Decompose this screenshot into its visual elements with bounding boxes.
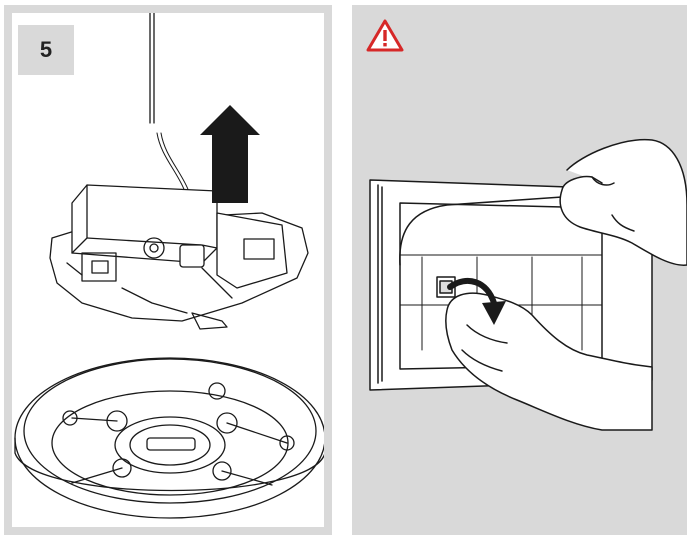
warning-panel [352,5,687,535]
step-number: 5 [39,37,53,62]
illustration-area: 5 [12,13,324,527]
curved-down-arrow-icon [447,277,506,325]
step-5-panel: 5 [4,5,332,535]
up-arrow-icon [200,105,260,203]
breaker-panel-illustration [369,138,687,431]
step-number-badge: 5 [18,25,74,75]
detector-removal-illustration [14,13,324,519]
warning-triangle-icon [366,19,404,52]
